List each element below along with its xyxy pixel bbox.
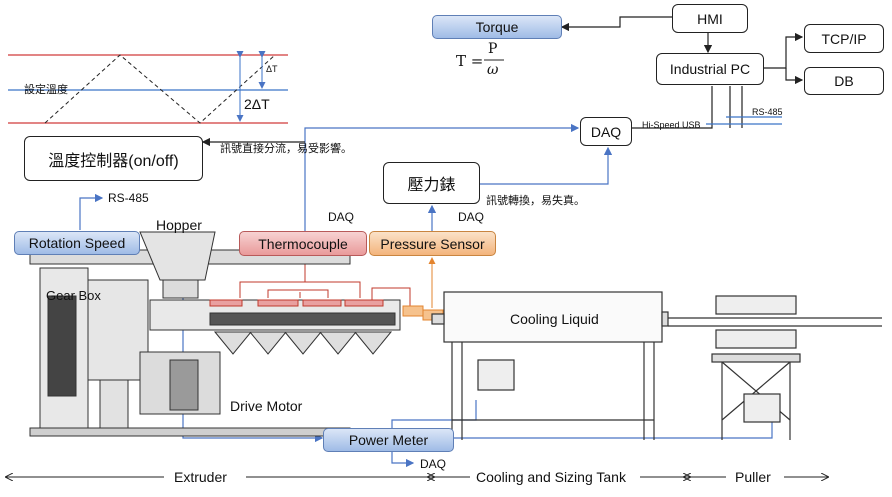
thermocouple-box: Thermocouple — [239, 231, 367, 256]
pressure-sensor-box: Pressure Sensor — [369, 231, 496, 256]
tcpip-box: TCP/IP — [804, 24, 884, 53]
formula-denominator: ω — [487, 62, 499, 78]
torque-box: Torque — [432, 15, 562, 39]
cooling-tank-section-label: Cooling and Sizing Tank — [476, 469, 626, 485]
formula-numerator: P — [488, 41, 498, 57]
formula-lhs: T = — [456, 52, 484, 70]
puller-machine — [668, 295, 882, 440]
cooling-tank — [431, 291, 669, 440]
temperature-band-plot — [8, 51, 288, 124]
daq-pressure-label: DAQ — [458, 210, 485, 224]
power-meter-box: Power Meter — [323, 428, 454, 452]
delta-t-label: ΔT — [266, 64, 278, 74]
hopper-label: Hopper — [156, 217, 202, 233]
extruder-section-label: Extruder — [174, 469, 227, 485]
extruder-machine — [29, 231, 444, 437]
rs485-speed-label: RS-485 — [108, 191, 149, 205]
thermocouple-wires — [239, 257, 411, 308]
puller-section-label: Puller — [735, 469, 771, 485]
temperature-controller-box: 溫度控制器(on/off) — [24, 136, 203, 181]
rotation-speed-box: Rotation Speed — [14, 231, 140, 255]
two-delta-t-label: 2ΔT — [244, 96, 270, 112]
drive-motor-label: Drive Motor — [230, 398, 303, 414]
db-box: DB — [804, 67, 884, 95]
cooling-liquid-label: Cooling Liquid — [510, 311, 599, 327]
industrial-pc-box: Industrial PC — [656, 53, 764, 85]
signal-lines — [79, 123, 773, 468]
hi-speed-usb-label: Hi-Speed USB — [642, 120, 701, 130]
daq-box: DAQ — [580, 117, 632, 146]
network-connectors — [560, 16, 804, 129]
daq-thermocouple-label: DAQ — [328, 210, 355, 224]
daq-power-label: DAQ — [420, 457, 447, 471]
set-temperature-label: 設定溫度 — [24, 84, 68, 96]
pressure-gauge-box: 壓力錶 — [383, 162, 480, 204]
hmi-box: HMI — [672, 4, 748, 33]
signal-split-note: 訊號直接分流，易受影響。 — [220, 143, 352, 155]
gear-box-label: Gear Box — [46, 288, 101, 303]
signal-convert-note: 訊號轉換，易失真。 — [486, 195, 585, 207]
rs485-pc-label: RS-485 — [752, 107, 783, 117]
